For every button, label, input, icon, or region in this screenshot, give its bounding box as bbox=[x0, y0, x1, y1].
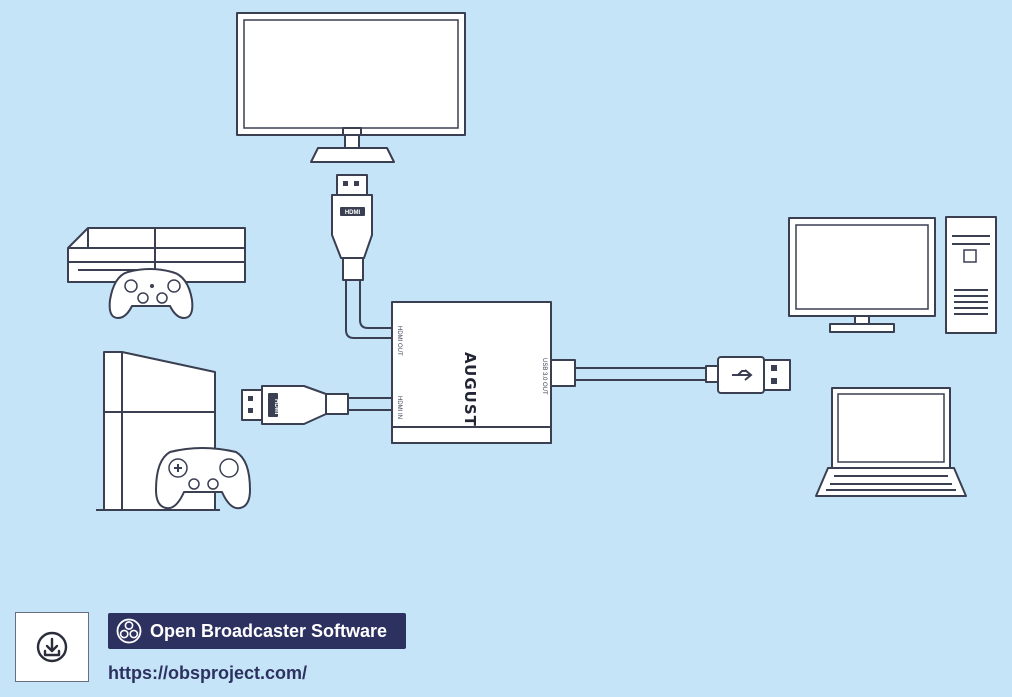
tv-illustration bbox=[236, 12, 466, 163]
hdmi-cable-out: HDMI bbox=[331, 174, 392, 339]
obs-url-link[interactable]: https://obsproject.com/ bbox=[108, 663, 308, 683]
connection-diagram: HDMI HDMI OUT HDMI IN USB 3.0 OUT AUGUST… bbox=[67, 12, 997, 511]
download-icon bbox=[36, 631, 68, 663]
ps4-illustration bbox=[96, 351, 251, 511]
obs-banner[interactable]: Open Broadcaster Software bbox=[108, 613, 406, 649]
obs-logo-icon bbox=[116, 618, 142, 644]
hdmi-plug-label-top: HDMI bbox=[345, 210, 361, 216]
port-label-hdmi-out: HDMI OUT bbox=[396, 326, 402, 356]
hdmi-cable-in: HDMI bbox=[241, 385, 392, 425]
download-button[interactable] bbox=[15, 612, 89, 682]
desktop-pc-illustration bbox=[788, 216, 997, 334]
laptop-illustration bbox=[815, 387, 967, 497]
obs-title: Open Broadcaster Software bbox=[150, 620, 388, 641]
xbox-illustration bbox=[67, 227, 246, 319]
usb-cable bbox=[550, 356, 791, 394]
port-label-usb-out: USB 3.0 OUT bbox=[541, 358, 547, 395]
hdmi-plug-label-left: HDMI bbox=[273, 399, 279, 415]
port-label-hdmi-in: HDMI IN bbox=[396, 396, 402, 419]
device-brand: AUGUST bbox=[461, 352, 479, 427]
capture-card: HDMI OUT HDMI IN USB 3.0 OUT AUGUST bbox=[391, 301, 552, 444]
